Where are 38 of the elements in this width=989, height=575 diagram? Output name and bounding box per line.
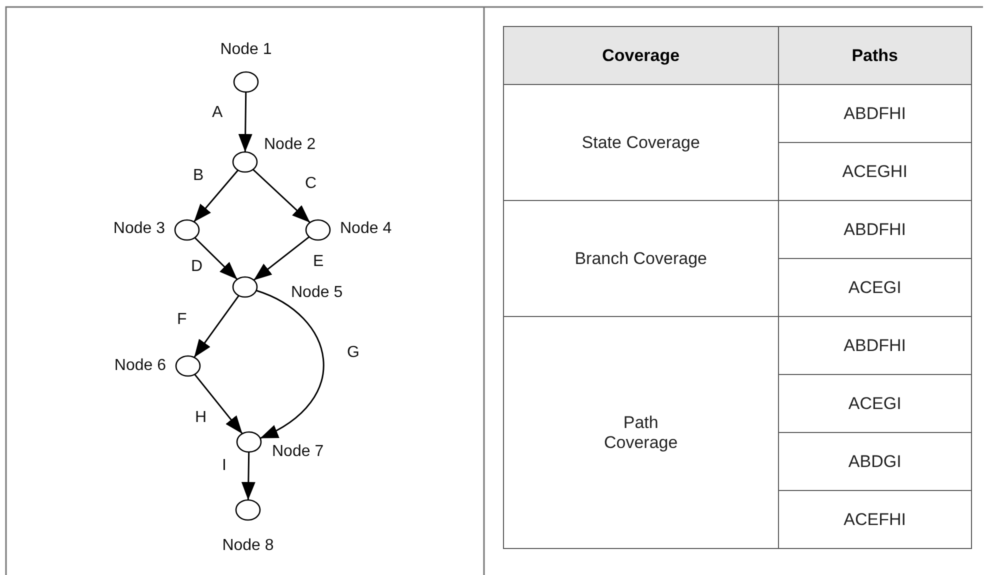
state-circle — [305, 219, 331, 241]
arrow — [194, 237, 238, 280]
arrow — [194, 374, 243, 434]
table-cell: ABDFHI — [778, 84, 972, 142]
state-circle — [235, 499, 261, 521]
state-circle — [174, 219, 200, 241]
arrow — [238, 92, 252, 152]
node-label: Node 3 — [113, 220, 165, 238]
node-label: Node 4 — [340, 220, 392, 238]
table-cell: ACEGI — [778, 258, 972, 316]
table-cell: ACEFHI — [778, 490, 972, 548]
state-circle — [236, 431, 262, 453]
state-circle — [233, 71, 259, 93]
table-cell: Path Coverage — [504, 316, 778, 548]
arrow — [193, 170, 239, 222]
node-label: Node 6 — [114, 357, 166, 375]
table-cell: ABDGI — [778, 432, 972, 490]
node-label: Node 7 — [272, 443, 324, 461]
node-label: Node 1 — [220, 41, 272, 59]
arrow — [194, 295, 240, 358]
arrow — [256, 290, 324, 439]
arrow — [253, 236, 310, 281]
table-cell: ABDFHI — [778, 200, 972, 258]
column-header: Paths — [778, 26, 972, 84]
table-cell: State Coverage — [504, 84, 778, 200]
table-cell: ACEGI — [778, 374, 972, 432]
table-cell: ABDFHI — [778, 316, 972, 374]
arrow — [252, 168, 311, 224]
state-circle — [232, 151, 258, 173]
node-label: Node 8 — [222, 537, 274, 555]
node-label: Node 5 — [291, 284, 343, 302]
table-cell: Branch Coverage — [504, 200, 778, 316]
arrow — [241, 452, 256, 500]
state-circle — [232, 276, 258, 298]
state-circle — [175, 355, 201, 377]
table-cell: ACEGHI — [778, 142, 972, 200]
column-header: Coverage — [504, 26, 778, 84]
node-label: Node 2 — [264, 136, 316, 154]
